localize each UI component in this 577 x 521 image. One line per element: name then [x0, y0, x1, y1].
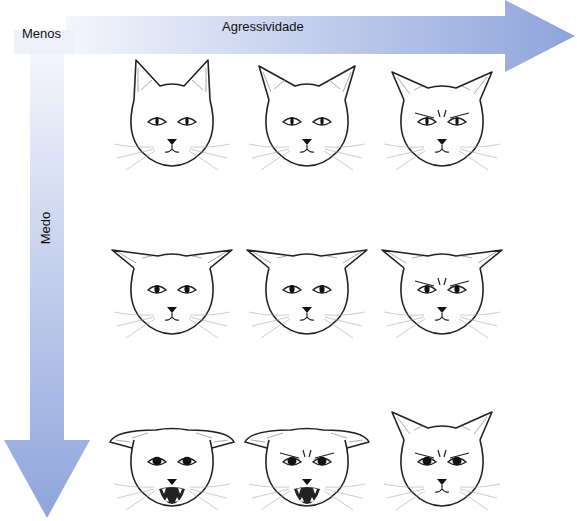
fear-arrow: [4, 54, 90, 518]
cat-face: [110, 429, 234, 511]
cat-face: [247, 250, 367, 338]
axis-origin-label: Menos: [22, 26, 61, 42]
axis-title: Agressividade: [222, 19, 304, 35]
cat-face: [249, 66, 365, 170]
axis-title: Medo: [38, 212, 54, 245]
cat-face: [382, 250, 502, 338]
cat-face: [384, 72, 500, 170]
cat-face: [112, 250, 232, 338]
cat-face: [245, 429, 369, 511]
aggression-arrow: [66, 0, 575, 72]
cat-face: [384, 412, 500, 510]
cat-face: [114, 60, 230, 170]
